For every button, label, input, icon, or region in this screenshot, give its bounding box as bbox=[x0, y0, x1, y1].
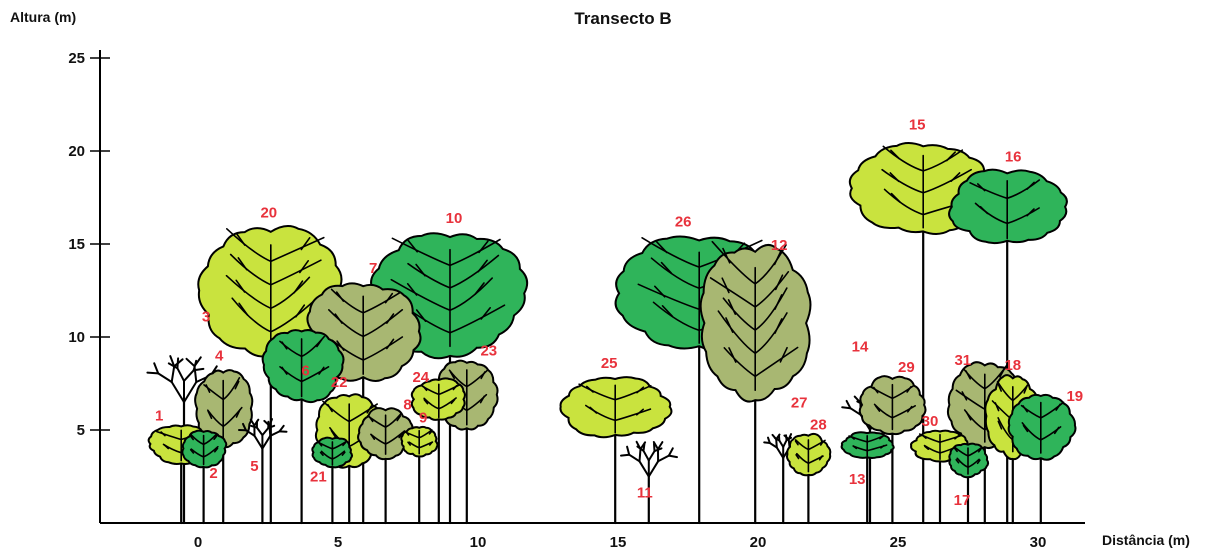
tree-label: 27 bbox=[791, 394, 808, 411]
tree-label: 25 bbox=[601, 355, 618, 372]
x-tick-label: 0 bbox=[194, 534, 202, 551]
tree-label: 18 bbox=[1004, 357, 1021, 374]
tree-branch bbox=[177, 368, 184, 381]
tree-label: 14 bbox=[852, 339, 869, 356]
tree-branch bbox=[154, 363, 158, 373]
tree-branch bbox=[147, 373, 158, 374]
tree-branch bbox=[655, 448, 662, 451]
tree-branch bbox=[776, 439, 777, 447]
tree-crown bbox=[1009, 395, 1076, 460]
tree-label: 1 bbox=[155, 407, 163, 424]
tree-12 bbox=[701, 242, 811, 523]
x-tick-label: 20 bbox=[750, 534, 767, 551]
tree-branch bbox=[649, 451, 655, 460]
tree-branch bbox=[184, 370, 194, 381]
tree-label: 31 bbox=[954, 352, 971, 369]
tree-branch bbox=[644, 443, 645, 450]
tree-label: 17 bbox=[954, 492, 971, 509]
tree-branch bbox=[640, 449, 641, 461]
tree-label: 12 bbox=[771, 237, 788, 254]
trees-layer bbox=[147, 143, 1075, 523]
x-tick-label: 5 bbox=[334, 534, 342, 551]
tree-branch bbox=[783, 440, 786, 447]
tree-branch bbox=[621, 455, 629, 456]
tree-label: 16 bbox=[1005, 149, 1022, 166]
tree-branch bbox=[627, 447, 629, 455]
x-tick-label: 30 bbox=[1030, 534, 1047, 551]
x-tick-label: 25 bbox=[890, 534, 907, 551]
tree-branch bbox=[194, 369, 204, 370]
tree-19 bbox=[1009, 395, 1076, 523]
x-tick-label: 15 bbox=[610, 534, 627, 551]
tree-branch bbox=[255, 436, 263, 449]
tree-8 bbox=[358, 408, 412, 523]
tree-branch bbox=[262, 436, 270, 449]
tree-17 bbox=[949, 444, 988, 523]
tree-branch bbox=[669, 456, 677, 458]
tree-branch bbox=[257, 428, 263, 436]
tree-label: 29 bbox=[898, 359, 915, 376]
tree-branch bbox=[629, 455, 639, 462]
tree-branch bbox=[644, 451, 649, 461]
x-axis-label: Distância (m) bbox=[1102, 532, 1190, 548]
tree-label: 19 bbox=[1066, 388, 1083, 405]
tree-28 bbox=[787, 434, 830, 523]
tree-label: 22 bbox=[331, 374, 348, 391]
tree-label: 4 bbox=[215, 348, 224, 365]
tree-label: 9 bbox=[419, 409, 427, 426]
tree-label: 5 bbox=[250, 458, 258, 475]
tree-branch bbox=[654, 444, 655, 451]
y-tick-label: 15 bbox=[68, 236, 85, 253]
tree-branch bbox=[640, 461, 649, 476]
tree-branch bbox=[187, 359, 195, 366]
tree-branch bbox=[172, 382, 184, 402]
y-axis-label: Altura (m) bbox=[10, 9, 76, 25]
tree-branch bbox=[177, 358, 178, 368]
x-tick-label: 10 bbox=[470, 534, 487, 551]
tree-branch bbox=[649, 461, 658, 476]
tree-label: 30 bbox=[922, 413, 939, 430]
tree-9 bbox=[401, 427, 437, 523]
tree-label: 2 bbox=[209, 465, 217, 482]
tree-label: 10 bbox=[446, 210, 463, 227]
tree-label: 11 bbox=[637, 485, 653, 502]
tree-label: 13 bbox=[849, 471, 866, 488]
tree-branch bbox=[158, 373, 172, 382]
tree-branch bbox=[262, 428, 268, 435]
tree-branch bbox=[172, 366, 175, 382]
tree-label: 3 bbox=[202, 309, 210, 326]
y-tick-label: 10 bbox=[68, 329, 85, 346]
tree-11 bbox=[621, 442, 677, 523]
y-tick-label: 20 bbox=[68, 143, 85, 160]
y-tick-label: 5 bbox=[77, 422, 85, 439]
tree-label: 8 bbox=[403, 397, 411, 414]
tree-label: 28 bbox=[810, 417, 827, 434]
tree-branch bbox=[658, 456, 669, 462]
tree-label: 15 bbox=[909, 117, 926, 134]
tree-label: 24 bbox=[412, 369, 429, 386]
tree-label: 6 bbox=[301, 363, 309, 380]
tree-2 bbox=[182, 431, 226, 523]
tree-branch bbox=[194, 361, 197, 371]
tree-branch bbox=[669, 448, 673, 455]
tree-label: 23 bbox=[480, 342, 497, 359]
tree-label: 20 bbox=[260, 204, 277, 221]
tree-label: 26 bbox=[675, 214, 692, 231]
tree-label: 7 bbox=[369, 260, 377, 277]
diagram-title: Transecto B bbox=[574, 9, 671, 28]
tree-label: 21 bbox=[310, 468, 327, 485]
y-tick-label: 25 bbox=[68, 50, 85, 67]
